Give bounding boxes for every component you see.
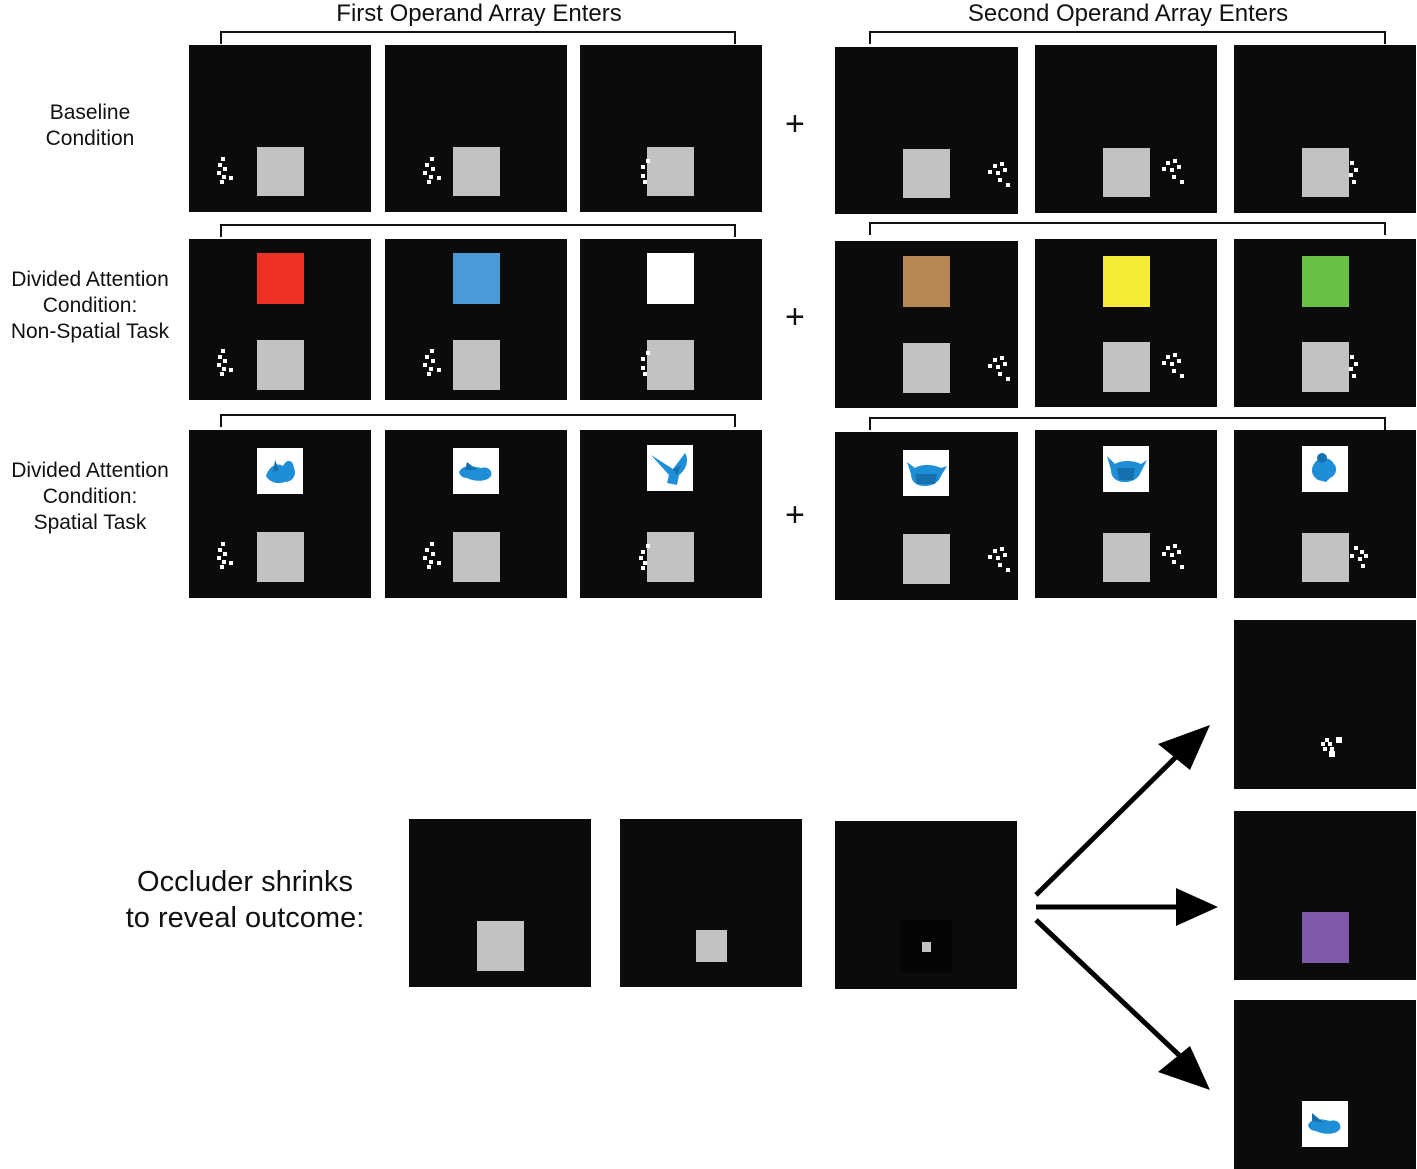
occluder xyxy=(922,942,931,952)
occluder xyxy=(647,340,694,390)
first-bracket-row3 xyxy=(220,414,736,427)
stimulus-panel xyxy=(189,430,371,598)
stimulus-panel xyxy=(1035,430,1217,598)
stimulus-panel xyxy=(835,47,1018,214)
occluder xyxy=(453,340,500,390)
stimulus-panel xyxy=(1234,239,1416,407)
color-square xyxy=(903,256,950,307)
shrink-panel xyxy=(409,819,591,987)
stimulus-panel xyxy=(1234,430,1416,598)
stimulus-panel xyxy=(385,239,567,400)
outcome-panel xyxy=(1234,1000,1416,1169)
outcome-panel xyxy=(1234,620,1416,789)
color-square xyxy=(453,253,500,304)
second-bracket-row2 xyxy=(869,222,1386,235)
color-square xyxy=(1103,256,1150,307)
occluder xyxy=(903,343,950,393)
second-bracket xyxy=(869,31,1386,44)
blue-3d-object-icon xyxy=(1302,1101,1348,1147)
plus-operator: + xyxy=(785,105,805,143)
outcome-label-line: Occluder shrinks xyxy=(137,866,353,898)
color-square xyxy=(647,253,694,304)
row-label-line: Condition: xyxy=(42,294,138,317)
occluder xyxy=(257,147,304,196)
stimulus-panel xyxy=(189,239,371,400)
blue-3d-object-icon xyxy=(453,448,499,494)
occluder xyxy=(257,340,304,390)
blue-3d-object-icon xyxy=(1302,446,1348,492)
row-label-spatial: Divided Attention Condition: Spatial Tas… xyxy=(0,458,180,536)
outcome-label-line: to reveal outcome: xyxy=(125,902,365,934)
color-square xyxy=(1302,912,1349,963)
stimulus-panel xyxy=(835,241,1018,408)
row-label-baseline: Baseline Condition xyxy=(0,100,180,152)
occluder xyxy=(696,930,727,962)
stimulus-panel xyxy=(189,45,371,212)
blue-3d-object-icon xyxy=(647,445,693,491)
outcome-panel xyxy=(1234,811,1416,980)
occluder xyxy=(1302,533,1349,582)
row-label-line: Divided Attention xyxy=(11,459,169,482)
shrink-panel xyxy=(835,821,1017,989)
second-bracket-row3 xyxy=(869,417,1386,430)
blue-3d-object-icon xyxy=(257,448,303,494)
row-label-line: Spatial Task xyxy=(33,511,147,534)
row-label-line: Divided Attention xyxy=(11,268,169,291)
blue-3d-object-icon xyxy=(1103,446,1149,492)
occluder xyxy=(1302,342,1349,392)
occluder xyxy=(1103,342,1150,392)
occluder xyxy=(453,147,500,196)
blue-3d-object-icon xyxy=(903,450,949,496)
arrow-icon xyxy=(1034,725,1218,1090)
stimulus-panel xyxy=(580,45,762,212)
row-label-nonspatial: Divided Attention Condition: Non-Spatial… xyxy=(0,267,180,345)
shrink-panel xyxy=(620,819,802,987)
stimulus-panel xyxy=(1035,239,1217,407)
occluder xyxy=(647,532,694,582)
stimulus-panel xyxy=(835,432,1018,600)
stimulus-panel xyxy=(385,430,567,598)
first-operand-header: First Operand Array Enters xyxy=(336,0,622,27)
occluder xyxy=(647,147,694,196)
stimulus-panel xyxy=(580,239,762,400)
row-label-line: Condition xyxy=(45,127,135,150)
first-bracket xyxy=(220,31,736,44)
color-square xyxy=(1302,256,1349,307)
row-label-line: Non-Spatial Task xyxy=(10,320,170,343)
row-label-line: Condition: xyxy=(42,485,138,508)
stimulus-panel xyxy=(580,430,762,598)
occluder xyxy=(1302,148,1349,197)
occluder xyxy=(903,534,950,584)
stimulus-panel xyxy=(385,45,567,212)
stimulus-panel xyxy=(1234,45,1416,213)
occluder xyxy=(453,532,500,582)
occluder xyxy=(1103,533,1150,582)
second-operand-header: Second Operand Array Enters xyxy=(967,0,1289,27)
row-label-line: Baseline xyxy=(49,101,131,124)
occluder xyxy=(1103,148,1150,197)
first-bracket-row2 xyxy=(220,224,736,237)
plus-operator: + xyxy=(785,298,805,336)
occluder xyxy=(477,921,524,971)
color-square xyxy=(257,253,304,304)
occluder-shrinks-label: Occluder shrinks to reveal outcome: xyxy=(85,864,405,936)
occluder xyxy=(903,149,950,198)
occluder xyxy=(257,532,304,582)
plus-operator: + xyxy=(785,496,805,534)
stimulus-panel xyxy=(1035,45,1217,213)
